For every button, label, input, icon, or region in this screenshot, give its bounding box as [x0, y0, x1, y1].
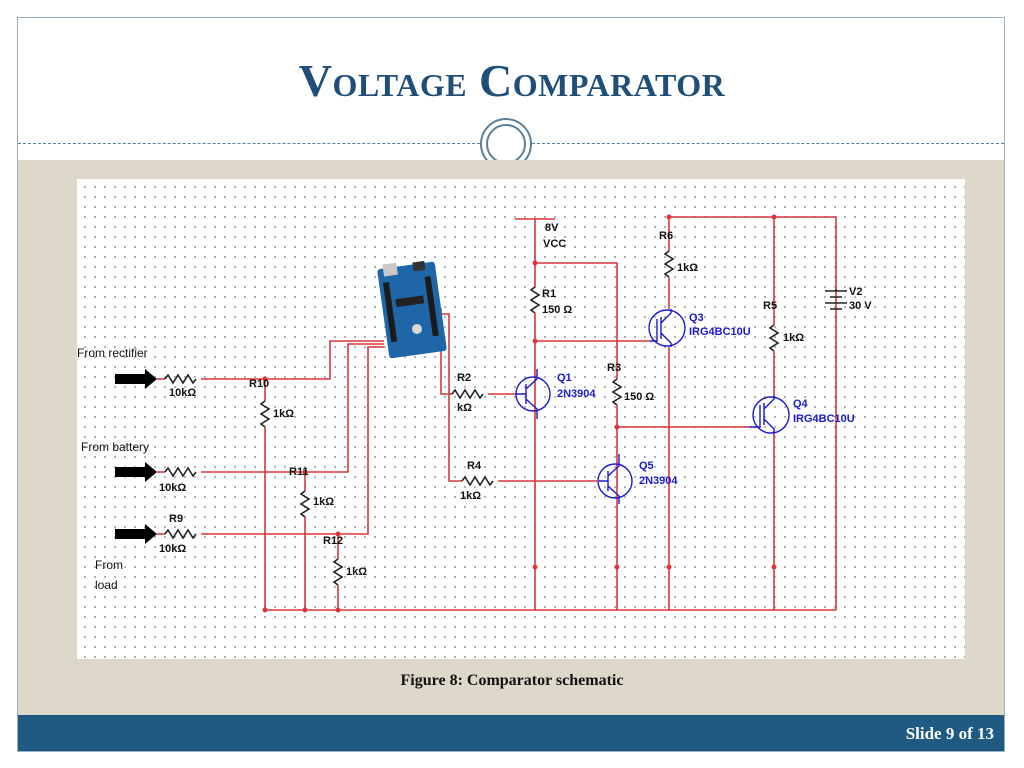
figure-caption: Figure 8: Comparator schematic — [400, 672, 624, 689]
transistor-q3-symbol — [648, 309, 686, 347]
transistor-q4-name: Q4 — [793, 398, 809, 410]
label-from-battery: From battery — [81, 440, 149, 454]
arduino-board-icon — [377, 260, 447, 359]
resistor-r6-name: R6 — [659, 230, 673, 242]
arrow-right-icon — [115, 369, 157, 389]
schematic-figure: From rectifier From battery From load 10… — [77, 179, 965, 659]
resistor-r5-name: R5 — [763, 300, 777, 312]
resistor-r1-name: R1 — [542, 288, 556, 300]
resistor-r9-name: R9 — [169, 513, 183, 525]
slide-title: Voltage Comparator — [298, 55, 726, 106]
label-from-load-line1: From — [95, 558, 123, 572]
transistor-q3-name: Q3 — [689, 312, 704, 324]
arrow-right-icon — [115, 524, 157, 544]
resistor-r10-name: R10 — [249, 378, 269, 390]
resistor-r3-value: 150 Ω — [624, 391, 654, 403]
battery-source-symbol — [825, 289, 847, 310]
resistor-in1-value: 10kΩ — [169, 387, 196, 399]
battery-source-value: 30 V — [849, 300, 872, 312]
supply-name: VCC — [543, 238, 566, 250]
transistor-q5-name: Q5 — [639, 460, 654, 472]
schematic-svg: From rectifier From battery From load 10… — [77, 214, 872, 613]
resistor-r1-value: 150 Ω — [542, 304, 572, 316]
resistor-r12-value: 1kΩ — [346, 566, 367, 578]
resistor-r2-name: R2 — [457, 372, 471, 384]
transistor-q3-part: IRG4BC10U — [689, 326, 751, 338]
resistor-r4-name: R4 — [467, 460, 482, 472]
transistor-q5-symbol — [597, 454, 633, 504]
resistor-r4-value: 1kΩ — [460, 490, 481, 502]
transistor-q1-name: Q1 — [557, 372, 572, 384]
slide-number: Slide 9 of 13 — [905, 724, 994, 743]
transistor-q1-part: 2N3904 — [557, 388, 596, 400]
resistor-r2-value: kΩ — [457, 402, 472, 414]
transistor-q5-part: 2N3904 — [639, 475, 678, 487]
circle-emblem-inner-icon — [486, 124, 526, 164]
transistor-q4-symbol — [749, 395, 790, 434]
resistor-r5-value: 1kΩ — [783, 332, 804, 344]
resistor-r10-value: 1kΩ — [273, 408, 294, 420]
battery-source-name: V2 — [849, 286, 862, 298]
resistor-r3-name: R3 — [607, 362, 621, 374]
resistor-in2-value: 10kΩ — [159, 482, 186, 494]
resistor-r11-value: 1kΩ — [313, 496, 334, 508]
resistor-r6-value: 1kΩ — [677, 262, 698, 274]
arrow-right-icon — [115, 462, 157, 482]
transistor-q1-symbol — [515, 369, 551, 419]
resistor-r11-name: R11 — [289, 466, 309, 478]
transistor-q4-part: IRG4BC10U — [793, 413, 855, 425]
label-from-rectifier: From rectifier — [77, 346, 148, 360]
label-from-load-line2: load — [95, 578, 118, 592]
supply-voltage: 8V — [545, 222, 559, 234]
resistor-r9-value: 10kΩ — [159, 543, 186, 555]
resistor-r12-name: R12 — [323, 535, 343, 547]
footer-bar — [18, 715, 1004, 751]
